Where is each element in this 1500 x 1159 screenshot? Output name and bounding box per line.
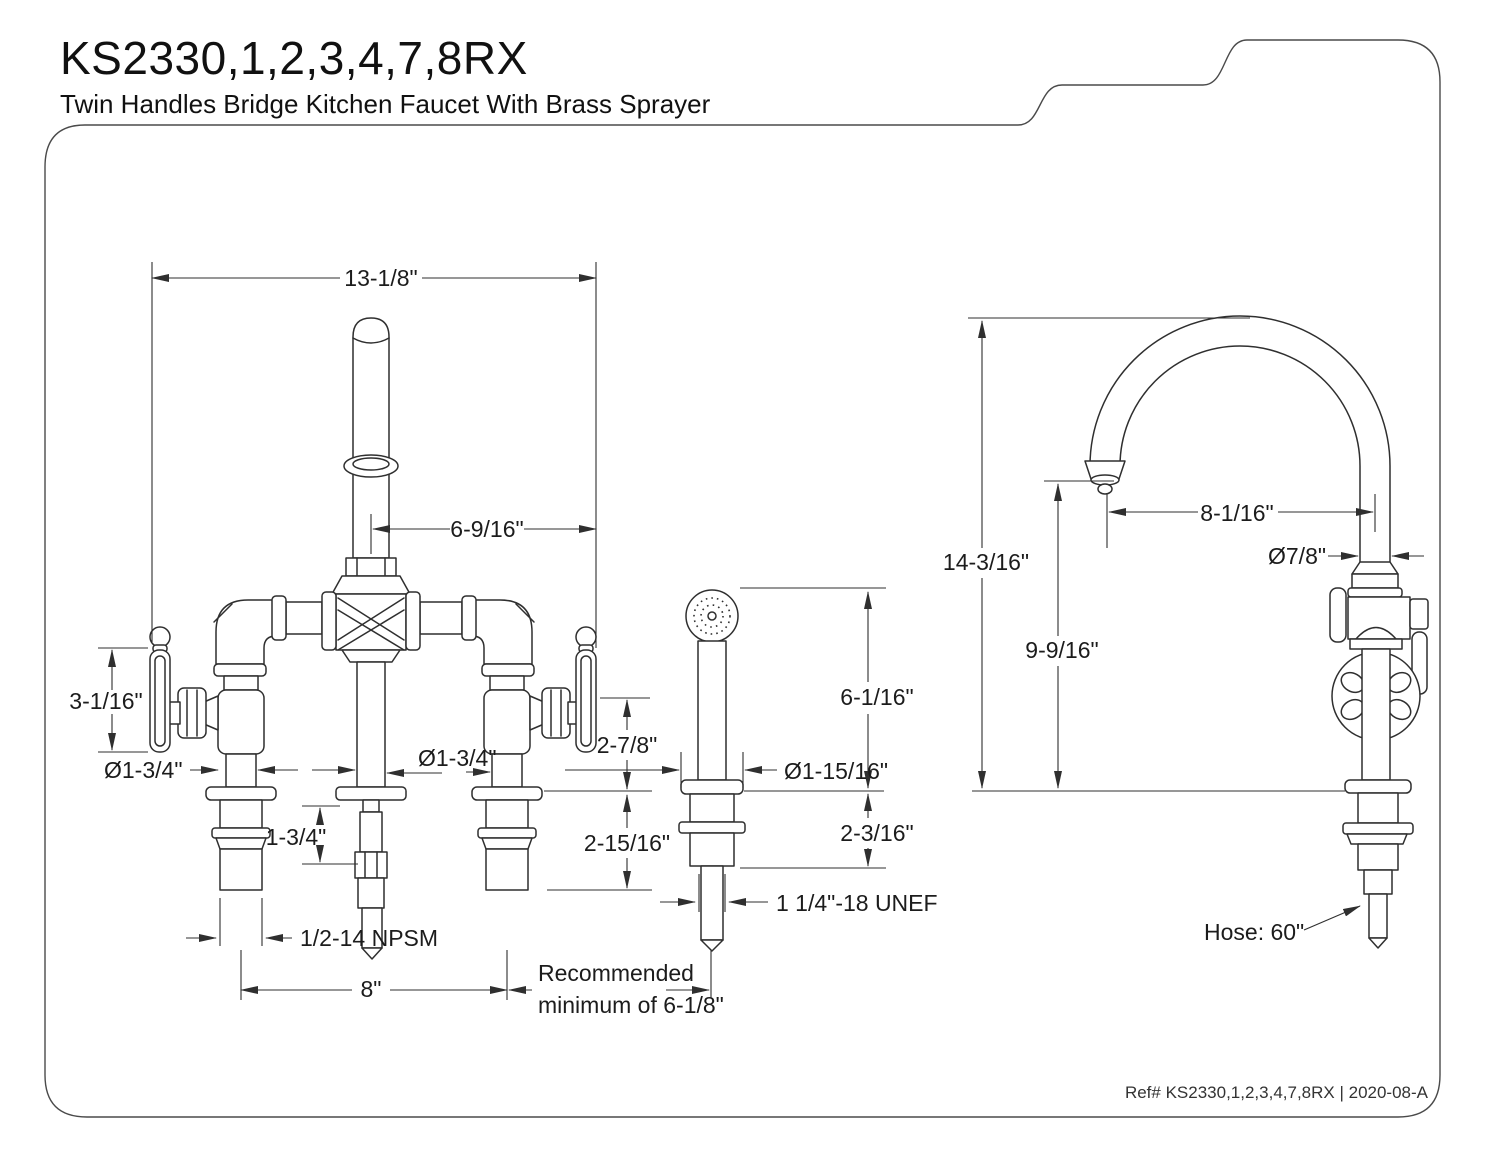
dim-sprayer-shank: 2-3/16" (740, 793, 914, 869)
dim-handle-spread: 8" (240, 950, 508, 1002)
side-hose (1368, 893, 1388, 939)
dim-center-hose-drop: 1-3/4" (266, 805, 358, 865)
dim-label-handle-height: 3-1/16" (69, 688, 142, 714)
left-elbow (213, 595, 287, 677)
sprayer-view: 6-1/16" Ø1-15/16" 2-3/16" 1 1/4"-18 UNEF (565, 587, 938, 952)
dim-handle-above-deck: 2-7/8" (597, 697, 658, 790)
border-path (44, 39, 1441, 1118)
right-handle-ball (575, 626, 597, 648)
left-handle-ball (149, 626, 171, 648)
side-column (1361, 648, 1391, 781)
dim-shank-thread: 1/2-14 NPSM (186, 898, 438, 951)
dim-label-overall-height: 14-3/16" (943, 549, 1029, 575)
bridge-pipe-right (419, 601, 463, 635)
header: KS2330,1,2,3,4,7,8RX Twin Handles Bridge… (60, 32, 711, 119)
left-handle-wheel-edge (149, 649, 171, 753)
dim-label-sprayer-shank: 2-3/16" (840, 820, 913, 846)
sheet-border (44, 39, 1441, 1118)
dim-label-left-shank-diameter: Ø1-3/4" (104, 757, 182, 783)
dim-overall-width: 13-1/8" (151, 262, 597, 648)
dim-label-shank-below-deck: 2-15/16" (584, 830, 670, 856)
center-supply (335, 786, 407, 960)
spout-riser (352, 317, 390, 559)
front-view: 13-1/8" 6-9/16" 3-1/16" Ø1-3/4" Ø1-3/4" (69, 262, 724, 1018)
dim-label-sprayer-clearance-1: Recommended (538, 960, 694, 986)
dim-sprayer-height: 6-1/16" (740, 587, 914, 789)
dim-label-center-column-diameter: Ø1-3/4" (418, 745, 496, 771)
dim-shank-below-deck: 2-15/16" (547, 794, 670, 891)
page-title: KS2330,1,2,3,4,7,8RX (60, 32, 528, 84)
gooseneck-outer (1089, 315, 1391, 563)
side-shank (1342, 779, 1414, 949)
left-valve-body (205, 675, 277, 891)
right-handle (529, 626, 597, 753)
dim-center-column-diameter: Ø1-3/4" (386, 745, 496, 777)
dim-spout-clearance: 9-9/16" (1025, 480, 1114, 789)
center-column (356, 661, 386, 788)
dim-label-hose-length: Hose: 60" (1204, 919, 1304, 945)
dim-label-spout-clearance: 9-9/16" (1025, 637, 1098, 663)
dim-label-overall-width: 13-1/8" (344, 265, 417, 291)
right-handle-wheel-edge (575, 649, 597, 753)
gooseneck-inner (1119, 345, 1361, 563)
sprayer-body (697, 640, 727, 781)
dim-label-spout-to-edge: 6-9/16" (450, 516, 523, 542)
cross-fitting (335, 593, 407, 651)
dim-overall-height: 14-3/16" (943, 317, 1250, 789)
left-handle (149, 626, 219, 753)
dim-label-shank-thread: 1/2-14 NPSM (300, 925, 438, 951)
page-subtitle: Twin Handles Bridge Kitchen Faucet With … (60, 89, 711, 119)
dim-label-handle-above-deck: 2-7/8" (597, 732, 658, 758)
spout-outlet (1097, 483, 1113, 495)
right-elbow (461, 595, 535, 677)
right-valve-body (471, 675, 543, 891)
dim-handle-height: 3-1/16" (69, 647, 148, 753)
sprayer-flange (680, 779, 744, 795)
dim-sprayer-thread: 1 1/4"-18 UNEF (660, 874, 938, 916)
bridge-pipe-left (285, 601, 323, 635)
dim-sprayer-base-diameter: Ø1-15/16" (565, 752, 888, 788)
dim-label-handle-spread: 8" (361, 976, 382, 1002)
dim-spout-reach: 8-1/16" (1106, 494, 1376, 548)
reference-number: Ref# KS2330,1,2,3,4,7,8RX | 2020-08-A (1125, 1083, 1429, 1102)
dim-sprayer-clearance: Recommended minimum of 6-1/8" (508, 950, 724, 1018)
dim-label-sprayer-thread: 1 1/4"-18 UNEF (776, 890, 938, 916)
dim-label-spout-diameter: Ø7/8" (1268, 543, 1326, 569)
dim-left-shank-diameter: Ø1-3/4" (104, 757, 356, 783)
side-view: 14-3/16" 9-9/16" 8-1/16" Ø7/8" Hose: 60" (943, 315, 1429, 949)
sprayer-hose (700, 865, 724, 941)
footer: Ref# KS2330,1,2,3,4,7,8RX | 2020-08-A (1125, 1083, 1429, 1102)
dim-label-sprayer-clearance-2: minimum of 6-1/8" (538, 992, 724, 1018)
dim-spout-diameter: Ø7/8" (1268, 543, 1424, 569)
valve-housing (1347, 596, 1411, 640)
dim-label-sprayer-base-diameter: Ø1-15/16" (784, 758, 888, 784)
dim-hose-length: Hose: 60" (1204, 905, 1361, 945)
dim-spout-to-edge: 6-9/16" (370, 514, 597, 554)
dim-label-center-hose-drop: 1-3/4" (266, 824, 327, 850)
dim-label-sprayer-height: 6-1/16" (840, 684, 913, 710)
dim-label-spout-reach: 8-1/16" (1200, 500, 1273, 526)
